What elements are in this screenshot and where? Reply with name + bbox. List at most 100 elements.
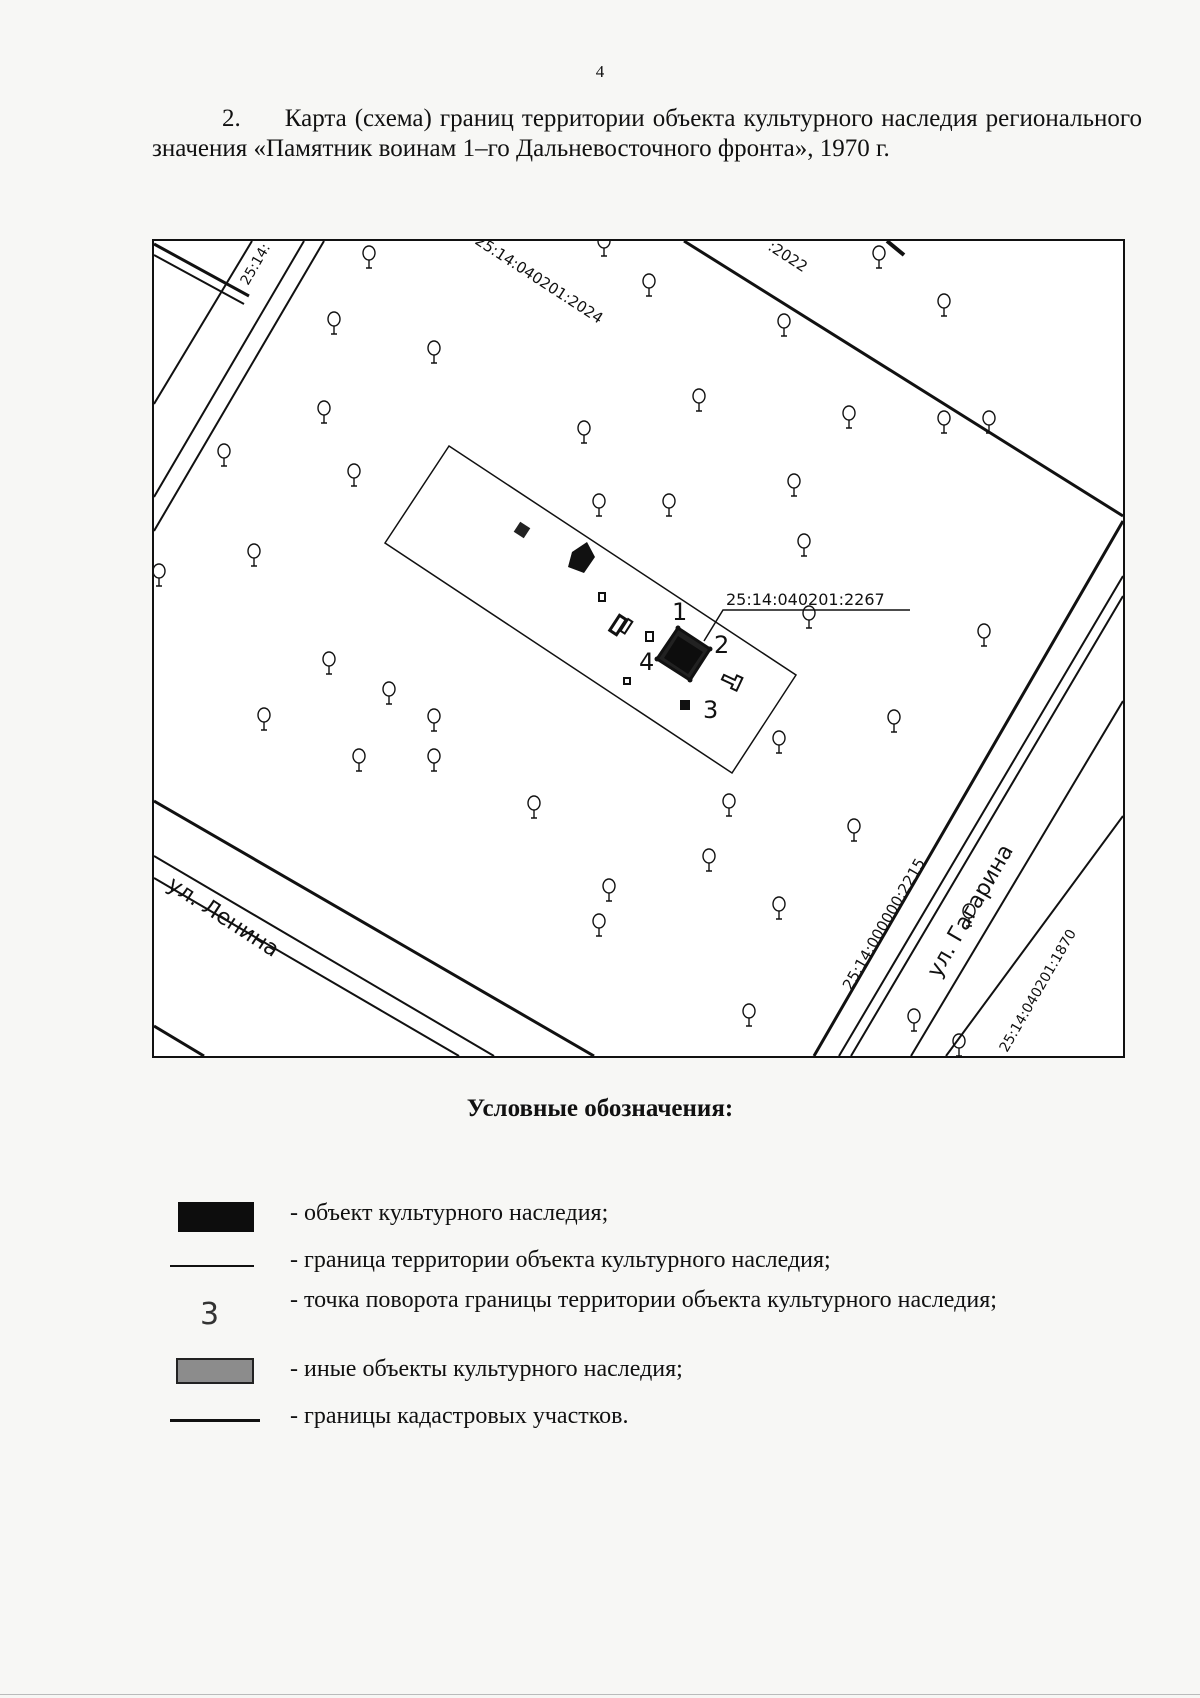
parcel-boundary-line [945,815,1123,1056]
tree-icon [577,420,591,444]
tree-icon [527,795,541,819]
tree-icon [772,730,786,754]
small-building [720,673,744,692]
tree-icon [907,1008,921,1032]
tree-icon [937,293,951,317]
legend-symbol-black [170,1198,260,1238]
legend-symbol-thick-line [170,1401,260,1441]
parcel-boundary-line [812,520,1123,1056]
parcel-label-left: 25:14: [238,241,274,288]
page-bottom-edge [0,1694,1200,1695]
turn-point-2: 2 [714,631,729,659]
parcel-label-2024: 25:14:040201:2024 [472,241,607,327]
tree-icon [802,605,816,629]
small-building [607,613,629,637]
tree-icon [317,400,331,424]
parcel-boundary-line [683,241,1123,518]
tree-icon [937,410,951,434]
parcel-boundary-line [838,575,1123,1056]
tree-icon [347,463,361,487]
tree-icon [722,793,736,817]
tree-icon [872,245,886,269]
legend-item-cadastral-boundaries: - границы кадастровых участков. [170,1401,1070,1441]
legend-item-other-heritage: - иные объекты культурного наследия; [170,1354,1070,1394]
turn-point-4: 4 [639,648,654,676]
tree-icon [597,241,611,257]
parcel-boundary-line [154,877,460,1056]
legend-text: - иные объекты культурного наследия; [290,1356,683,1382]
tree-icon [777,313,791,337]
tree-icon [742,1003,756,1027]
small-building [598,592,606,602]
parcel-boundary-line [154,241,305,498]
parcel-boundary-line [910,700,1123,1056]
parcel-boundary-line [850,595,1123,1056]
tree-layer [154,241,996,1056]
tree-icon [797,533,811,557]
tree-icon [662,493,676,517]
legend-text: - точка поворота границы территории объе… [290,1287,997,1313]
street-label-lenina: ул. Ленина [163,872,284,963]
small-building [645,631,654,642]
heading-text: Карта (схема) границ территории объекта … [152,105,1142,162]
tree-icon [322,651,336,675]
tree-icon [247,543,261,567]
turn-point-1: 1 [672,598,687,626]
tree-icon [427,708,441,732]
parcel-boundary-line [154,241,325,532]
turn-point-marker [675,625,681,631]
tree-icon [962,903,976,927]
tree-icon [842,405,856,429]
pentagon-structure [568,542,595,573]
small-building [623,677,631,685]
tree-icon [702,848,716,872]
parcel-label-1870: 25:14:040201:1870 [997,927,1080,1055]
tree-icon [382,681,396,705]
parcel-boundary-line [154,799,595,1056]
tree-icon [887,709,901,733]
document-heading: 2.Карта (схема) границ территории объект… [152,104,1142,164]
tree-icon [772,896,786,920]
tree-icon [427,340,441,364]
tree-icon [692,388,706,412]
legend-text: - граница территории объекта культурного… [290,1247,831,1273]
heritage-object-core [664,636,703,674]
tree-icon [427,748,441,772]
parcel-boundary-line [154,241,253,405]
parcel-boundary-line [154,1024,205,1056]
turn-point-3: 3 [703,696,718,724]
legend-title: Условные обозначения: [466,1095,734,1122]
legend-text: - объект культурного наследия; [290,1200,609,1226]
legend-symbol-grey [170,1354,260,1394]
heading-number: 2. [222,105,241,132]
tree-icon [154,563,166,587]
tree-icon [257,707,271,731]
tree-icon [327,311,341,335]
legend-symbol-thin-line [170,1245,260,1285]
tree-icon [787,473,801,497]
tree-icon [642,273,656,297]
tree-icon [592,493,606,517]
tree-icon [217,443,231,467]
tree-icon [602,878,616,902]
territory-boundary [383,444,798,775]
map-frame: 1 2 3 4 25:14:040201:2267 25:14:040201:2… [152,239,1125,1058]
parcel-label-2267: 25:14:040201:2267 [726,590,885,609]
legend-item-heritage-object: - объект культурного наследия; [170,1198,1070,1238]
tree-icon [847,818,861,842]
tree-icon [592,913,606,937]
turn-point-marker [707,646,713,652]
parcel-boundary-line [154,242,250,298]
parcel-label-2022: :2022 [765,241,811,276]
tree-icon [977,623,991,647]
small-building [619,617,634,635]
parcel-label-2215: 25:14:000000:2215 [839,855,929,993]
legend-symbol-digit: 3 [200,1297,220,1332]
tree-icon [952,1033,966,1056]
tree-icon [362,245,376,269]
small-building [680,700,690,710]
parcel-boundary-line [885,241,906,257]
legend-item-turn-point: 3 - точка поворота границы территории об… [170,1285,1070,1349]
turn-point-marker [654,656,660,662]
legend-item-territory-boundary: - граница территории объекта культурного… [170,1245,1070,1285]
